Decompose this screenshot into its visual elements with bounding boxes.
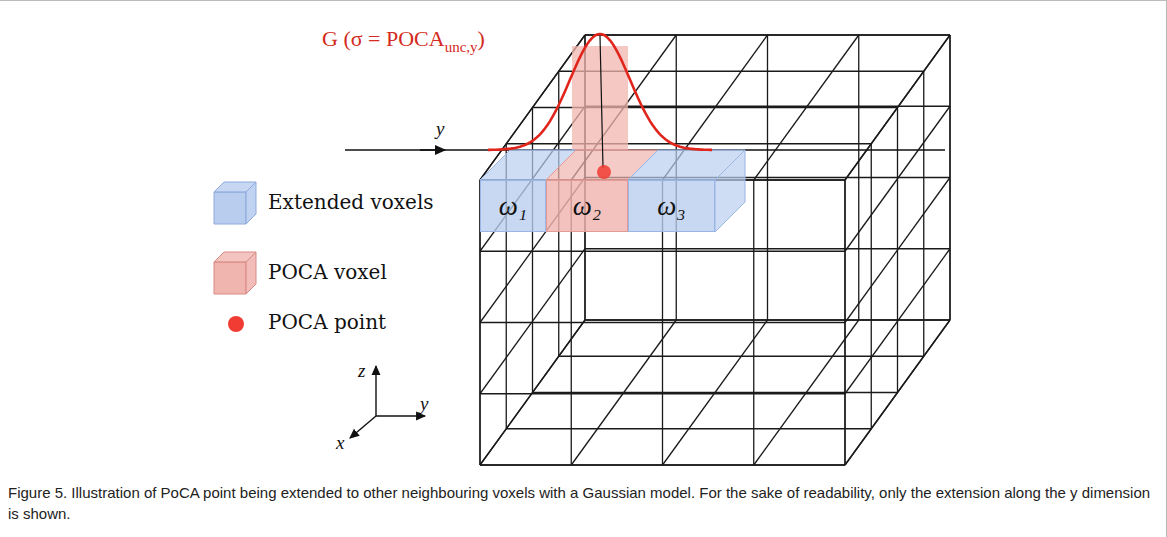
gaussian-weight-area: [572, 46, 628, 150]
axis-label: y: [436, 118, 444, 139]
legend-entry: Extended voxels: [268, 190, 434, 214]
voxel-weight: ω₁: [499, 191, 527, 222]
grid-line: [585, 319, 950, 320]
legend-text: POCA point: [268, 310, 386, 334]
grid-line: [844, 180, 845, 465]
axis-label: y: [420, 393, 428, 414]
grid-line: [923, 71, 924, 356]
grid-line: [663, 320, 768, 465]
grid-line: [858, 35, 859, 320]
gaussian-label-close: ): [478, 26, 485, 51]
legend-entry: POCA point: [268, 310, 386, 334]
legend-swatch: [210, 178, 262, 230]
grid-line: [767, 35, 768, 320]
y-axis: [376, 415, 425, 416]
figure-caption: Figure 5. Illustration of PoCA point bei…: [8, 482, 1158, 524]
extended-voxel: ω₃: [628, 180, 715, 232]
x-axis: [350, 416, 376, 438]
legend-entry: POCA voxel: [268, 260, 387, 284]
poca-point: [597, 165, 611, 179]
grid-line: [480, 393, 845, 394]
grid-line: [754, 35, 859, 180]
swatch-side: [246, 182, 256, 224]
grid-line: [585, 319, 950, 320]
grid-line: [754, 320, 859, 465]
peak-line: [600, 36, 603, 168]
frame-line: [1166, 0, 1167, 537]
grid-line: [949, 35, 950, 320]
axis-label-box: x: [336, 432, 344, 454]
grid-line: [585, 248, 950, 249]
voxel-side-face: [715, 150, 745, 232]
gaussian-label-subscript: unc,y: [445, 39, 478, 55]
legend-swatch: [210, 248, 262, 300]
grid-line: [845, 178, 950, 323]
legend-swatch: [210, 306, 262, 358]
caption-text: Figure 5. Illustration of PoCA point bei…: [8, 484, 1150, 522]
grid-line: [845, 249, 950, 394]
grid-line: [753, 180, 754, 465]
gaussian-label: G (σ = POCAunc,y): [322, 26, 485, 52]
poca-voxel: ω₂: [546, 180, 628, 232]
cube-grid: [480, 35, 950, 465]
grid-line: [480, 464, 845, 465]
frame-line: [0, 0, 1167, 1]
axis-label-box: z: [358, 360, 365, 382]
legend-text: Extended voxels: [268, 190, 434, 214]
voxel-weight: ω₂: [573, 191, 601, 222]
swatch-front: [214, 192, 246, 224]
gaussian-label-main: G (σ = POCA: [322, 26, 445, 51]
grid-line: [844, 180, 845, 465]
z-axis: [375, 366, 376, 416]
legend-text: POCA voxel: [268, 260, 387, 284]
grid-line: [845, 35, 950, 180]
axis-label-box: y: [420, 393, 428, 415]
voxel-top-faces: [480, 46, 745, 232]
axis-label: z: [358, 360, 365, 381]
swatch-side: [246, 252, 256, 294]
gaussian-curve: [488, 34, 712, 150]
swatch-front: [214, 262, 246, 294]
grid-line: [480, 464, 845, 465]
extended-voxel: ω₁: [480, 180, 546, 232]
grid-line: [949, 35, 950, 320]
swatch-dot: [228, 316, 244, 332]
axis-label: x: [336, 432, 344, 453]
voxel-weight: ω₃: [657, 191, 685, 222]
axis-label-box: y: [436, 118, 444, 140]
y-axis-arrow: [420, 149, 445, 151]
grid-line: [480, 249, 585, 394]
grid-line: [559, 356, 924, 357]
grid-line: [845, 320, 950, 465]
